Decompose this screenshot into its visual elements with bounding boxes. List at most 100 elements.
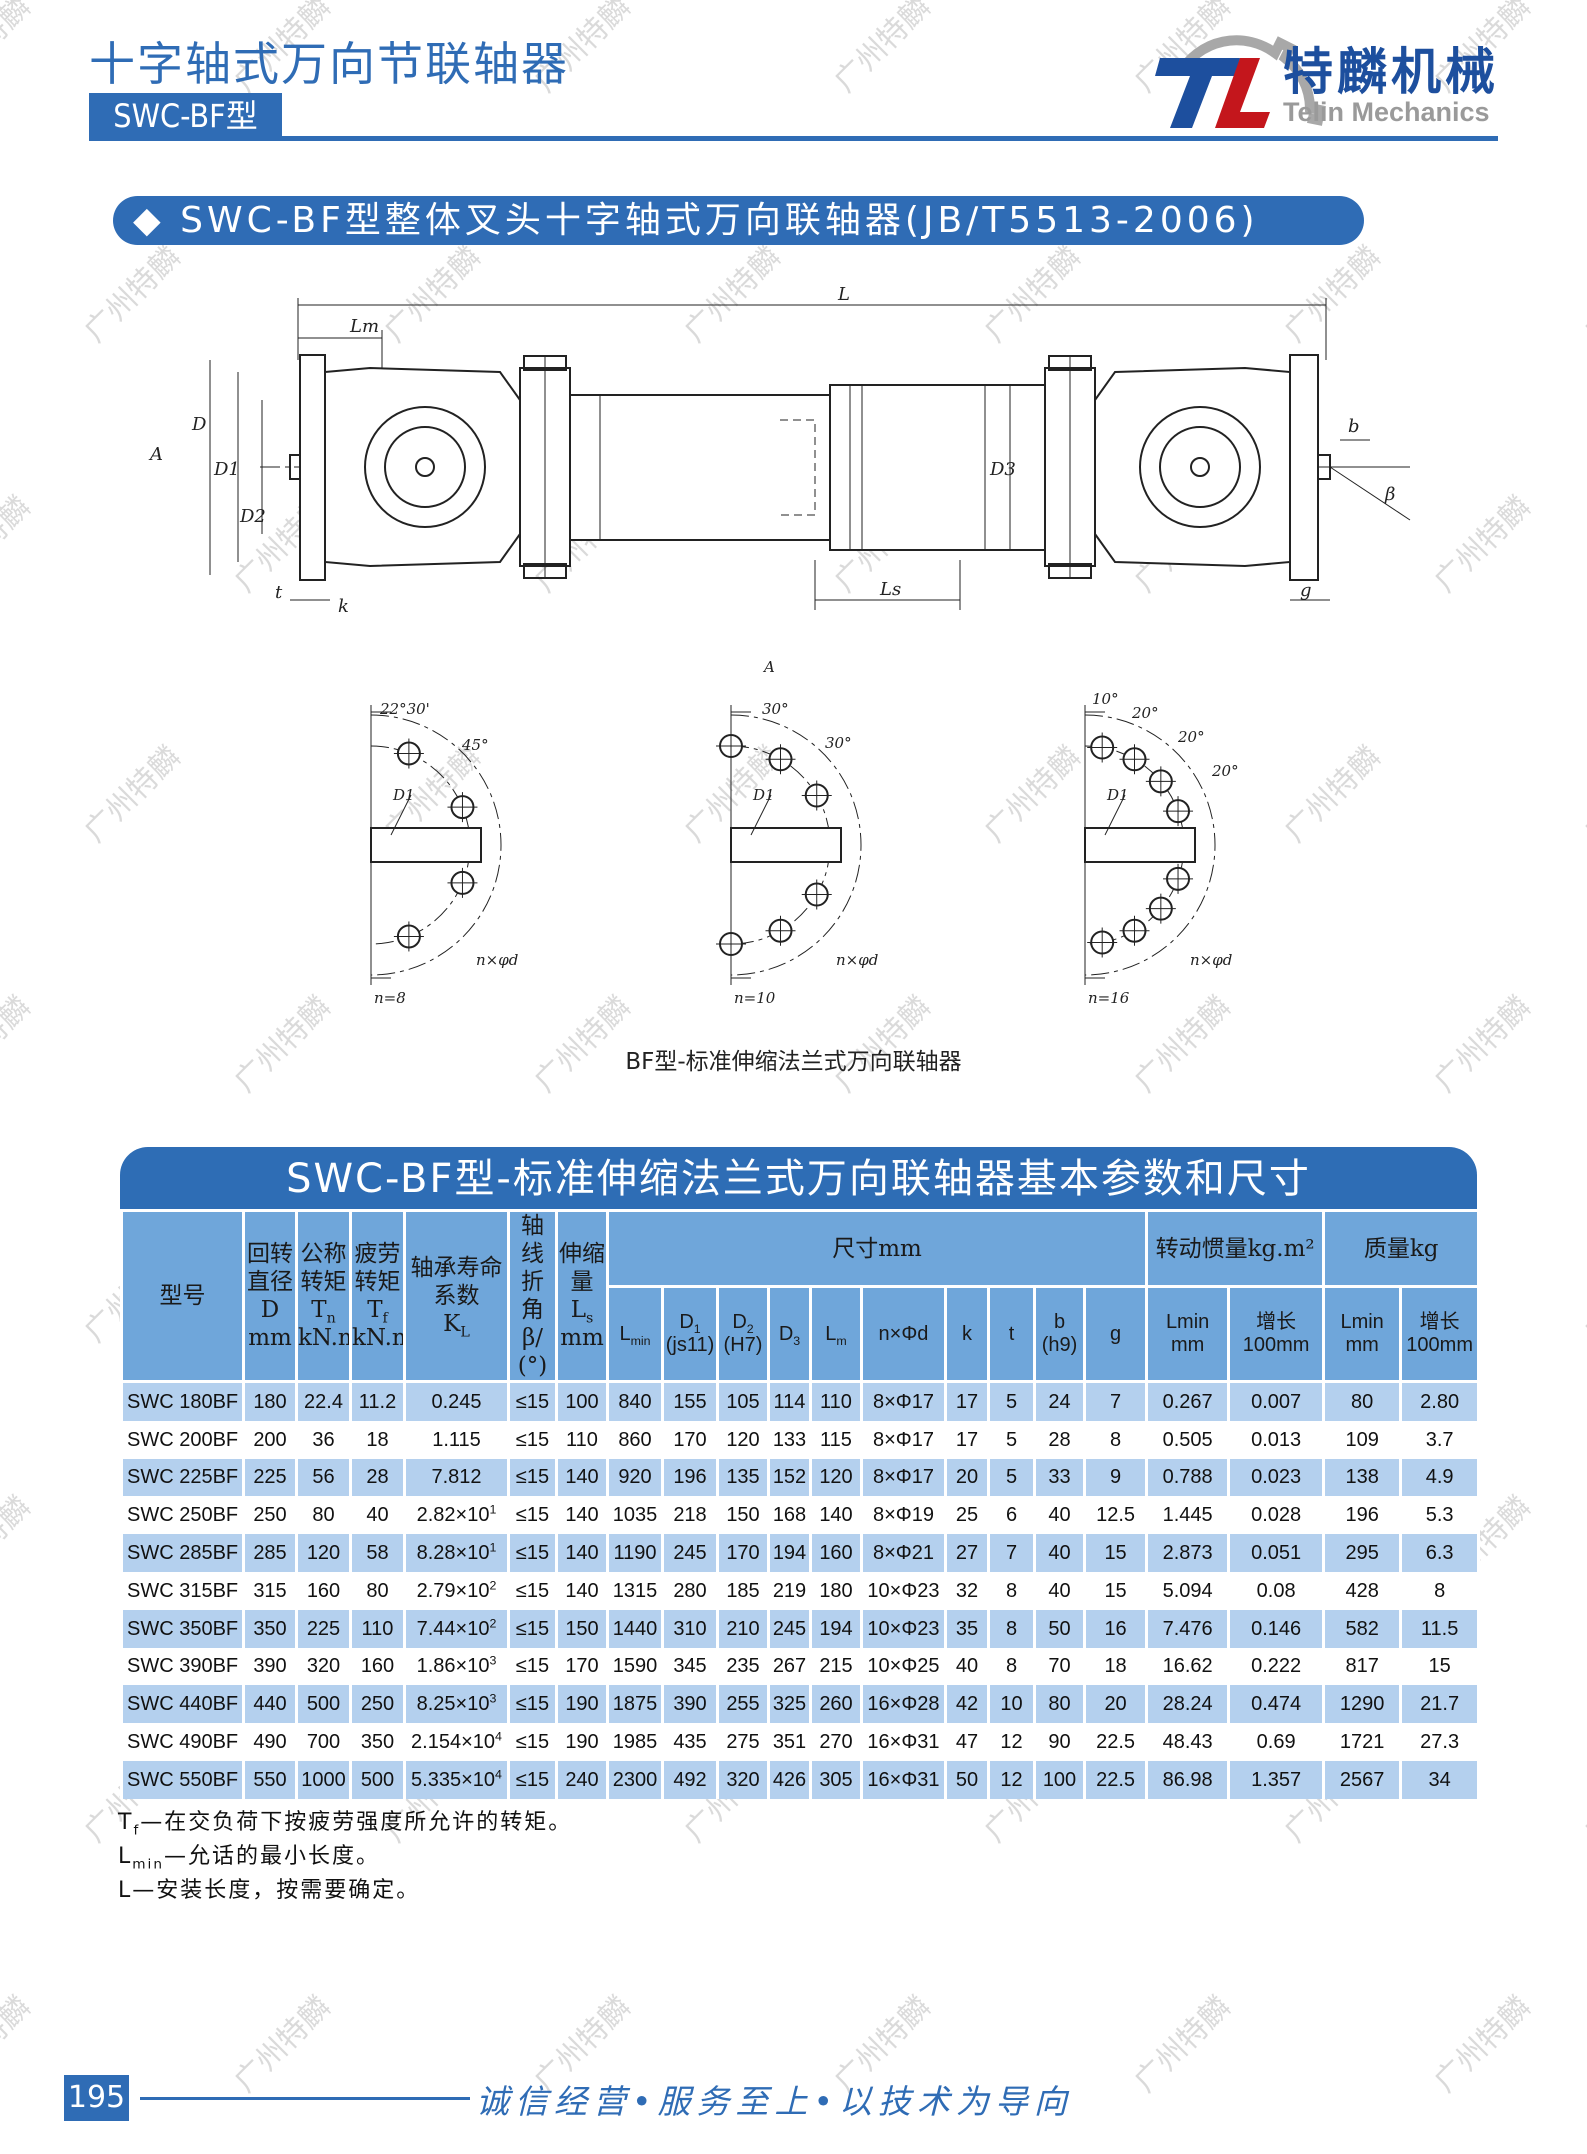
model-cell: SWC 440BF — [120, 1685, 245, 1724]
value-cell: 40 — [1033, 1534, 1086, 1572]
value-cell: 180 — [242, 1381, 298, 1421]
value-cell: 28 — [349, 1458, 406, 1497]
value-cell: 150 — [716, 1496, 770, 1535]
value-cell: 0.267 — [1145, 1381, 1231, 1421]
value-cell: ≤15 — [507, 1685, 558, 1724]
value-cell: 1721 — [1322, 1723, 1403, 1761]
drawing-caption: BF型-标准伸缩法兰式万向联轴器 — [625, 1049, 962, 1075]
value-cell: 18 — [1082, 1647, 1149, 1686]
value-cell: 16.62 — [1145, 1647, 1231, 1686]
header-d3: D3 — [767, 1285, 812, 1383]
value-cell: 40 — [1033, 1571, 1086, 1610]
hole-spec-label: n×φd — [836, 951, 878, 969]
value-cell: 500 — [349, 1760, 406, 1799]
value-cell: 225 — [295, 1609, 352, 1648]
value-cell: 2.79×102 — [403, 1571, 510, 1610]
gear-icon — [1175, 35, 1326, 126]
value-cell: 426 — [767, 1760, 812, 1799]
model-cell: SWC 550BF — [120, 1760, 245, 1799]
angle-label: 30° — [762, 700, 789, 718]
angle-label: 30° — [825, 734, 852, 752]
d1-label: D1 — [392, 786, 415, 804]
value-cell: 1290 — [1322, 1685, 1403, 1724]
value-cell: 36 — [295, 1420, 352, 1459]
value-cell: 190 — [555, 1685, 609, 1724]
flange-view — [1084, 705, 1216, 985]
value-cell: 435 — [661, 1723, 719, 1761]
value-cell: 0.505 — [1145, 1420, 1231, 1459]
value-cell: 550 — [242, 1760, 298, 1799]
value-cell: 58 — [349, 1534, 406, 1572]
value-cell: 15 — [1399, 1647, 1481, 1686]
label-D: D — [191, 414, 207, 435]
value-cell: 7 — [1082, 1381, 1149, 1421]
value-cell: 17 — [944, 1420, 990, 1459]
value-cell: ≤15 — [507, 1609, 558, 1648]
value-cell: 22.5 — [1082, 1760, 1149, 1799]
note-line: Lmin—允话的最小长度。 — [118, 1844, 380, 1873]
value-cell: 120 — [809, 1458, 863, 1497]
value-cell: 28.24 — [1145, 1685, 1231, 1724]
value-cell: 320 — [295, 1647, 352, 1686]
header-model: 型号 — [120, 1209, 245, 1383]
model-cell: SWC 315BF — [120, 1571, 245, 1610]
value-cell: 2.80 — [1399, 1381, 1481, 1421]
value-cell: 245 — [767, 1609, 812, 1648]
value-cell: 168 — [767, 1496, 812, 1535]
flange-views: 22°30'45°D1n×φdn=830°30°D1n×φdn=10A10°20… — [370, 658, 1239, 1007]
value-cell: 133 — [767, 1420, 812, 1459]
value-cell: 11.5 — [1399, 1609, 1481, 1648]
value-cell: 245 — [661, 1534, 719, 1572]
value-cell: 260 — [809, 1685, 863, 1724]
value-cell: 492 — [661, 1760, 719, 1799]
header-dimensions: 尺寸mm — [605, 1208, 1149, 1289]
value-cell: 315 — [242, 1571, 298, 1610]
value-cell: 160 — [809, 1534, 863, 1572]
value-cell: 1190 — [606, 1534, 664, 1572]
flange-labels: 22°30'45°D1n×φdn=8 — [374, 700, 518, 1007]
value-cell: 140 — [555, 1496, 609, 1535]
value-cell: 210 — [716, 1609, 770, 1648]
value-cell: 170 — [555, 1647, 609, 1686]
d1-label: D1 — [752, 786, 775, 804]
watermark-text: 广州特麟 — [0, 0, 38, 100]
value-cell: 320 — [716, 1760, 770, 1799]
value-cell: 12 — [987, 1760, 1036, 1799]
shaft-key — [730, 827, 842, 863]
value-cell: 8×Φ17 — [860, 1420, 947, 1459]
value-cell: 5 — [987, 1458, 1036, 1497]
value-cell: 27.3 — [1399, 1723, 1481, 1761]
value-cell: 920 — [606, 1458, 664, 1497]
watermark-text: 广州特麟 — [1127, 1989, 1238, 2100]
value-cell: 1.357 — [1227, 1760, 1326, 1799]
value-cell: 0.146 — [1227, 1609, 1326, 1648]
value-cell: 10 — [987, 1685, 1036, 1724]
value-cell: 0.245 — [403, 1381, 510, 1421]
value-cell: 40 — [1033, 1496, 1086, 1535]
value-cell: 305 — [809, 1760, 863, 1799]
value-cell: 700 — [295, 1723, 352, 1761]
angle-label: 20° — [1211, 762, 1239, 780]
note-line: Tf—在交负荷下按疲劳强度所允许的转矩。 — [118, 1810, 573, 1839]
value-cell: 310 — [661, 1609, 719, 1648]
page-number: 195 — [64, 2075, 129, 2121]
value-cell: 0.69 — [1227, 1723, 1326, 1761]
value-cell: 0.051 — [1227, 1534, 1326, 1572]
angle-label: 20° — [1177, 728, 1205, 746]
value-cell: 5.3 — [1399, 1496, 1481, 1535]
note-line: L—安装长度，按需要确定。 — [118, 1878, 421, 1903]
label-Lm: Lm — [349, 316, 379, 337]
value-cell: 250 — [242, 1496, 298, 1535]
value-cell: 16×Φ28 — [860, 1685, 947, 1724]
outer-circle — [370, 714, 502, 976]
model-cell: SWC 350BF — [120, 1609, 245, 1648]
label-g: g — [1300, 580, 1312, 601]
value-cell: 215 — [809, 1647, 863, 1686]
label-D3: D3 — [989, 459, 1016, 480]
value-cell: 80 — [1322, 1381, 1403, 1421]
